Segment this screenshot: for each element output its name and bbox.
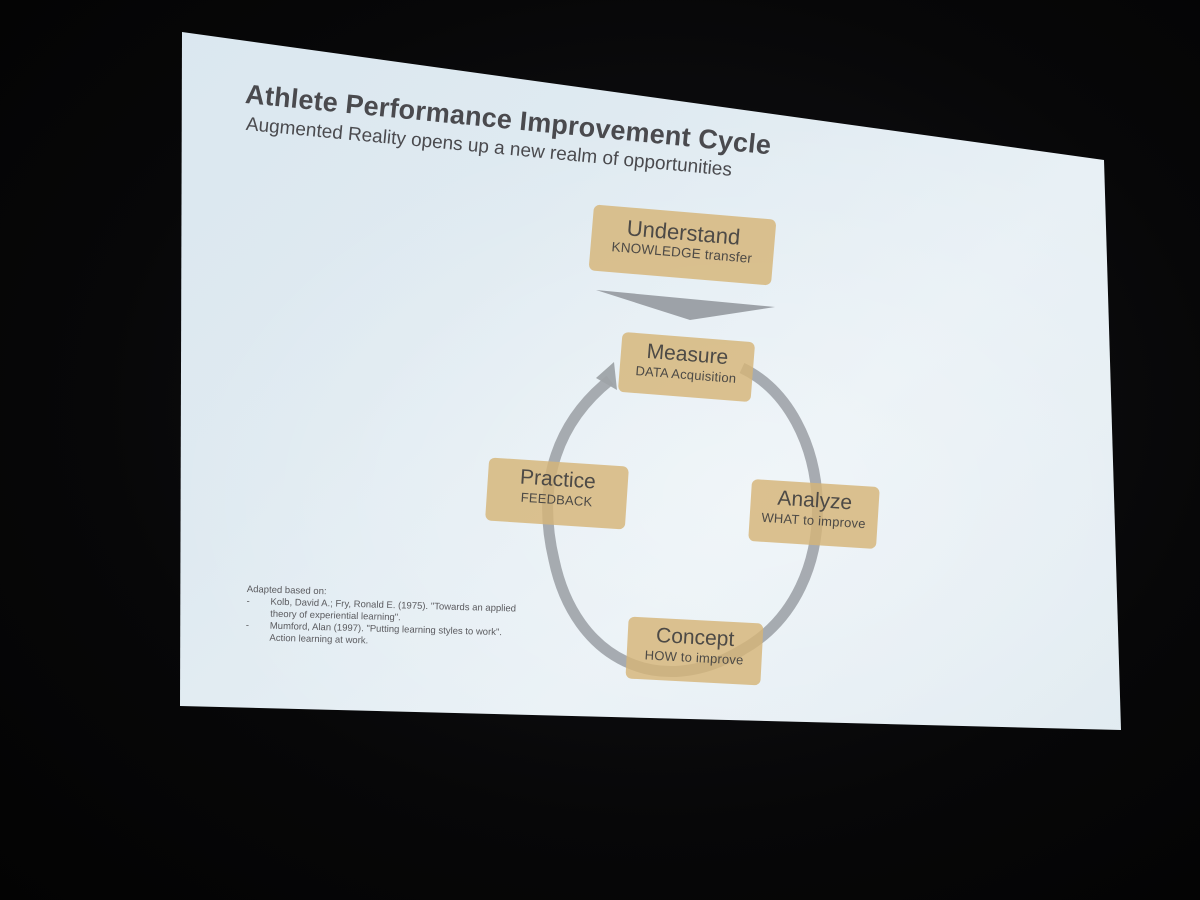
node-practice: Practice FEEDBACK xyxy=(485,457,629,530)
node-measure: Measure DATA Acquisition xyxy=(617,331,756,403)
node-analyze: Analyze WHAT to improve xyxy=(748,479,880,549)
reference-bullet: - xyxy=(246,595,250,608)
down-chevron-arrow xyxy=(596,290,775,320)
cycle-arrow-head xyxy=(596,362,617,390)
references: Adapted based on: - Kolb, David A.; Fry,… xyxy=(245,584,517,652)
reference-bullet: - xyxy=(245,619,250,632)
node-concept: Concept HOW to improve xyxy=(625,616,764,686)
